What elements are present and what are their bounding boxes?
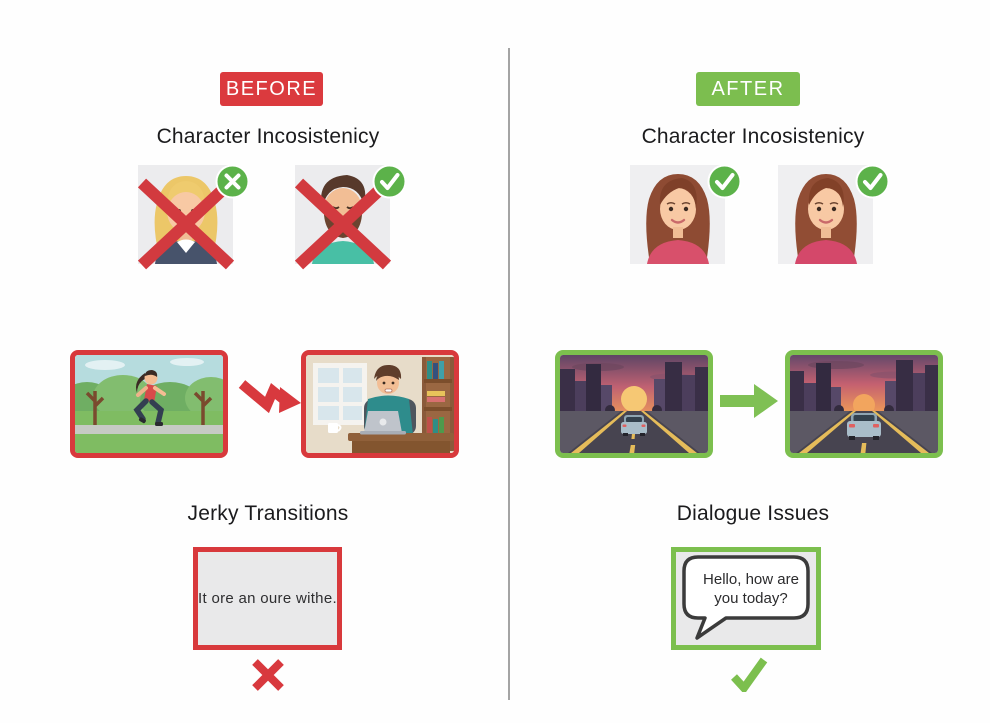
car-driving-toward-sunset-city-scene	[560, 355, 708, 453]
dialogue-text: Hello, how are you today?	[703, 571, 799, 607]
before-column: BEFORE Character Incosistenicy	[70, 72, 459, 691]
red-x-icon	[252, 659, 284, 691]
man-working-at-desk-scene	[306, 355, 454, 453]
x-circle-icon	[215, 164, 250, 199]
red-x-overlay-icon	[137, 178, 235, 270]
after-portrait-2	[778, 164, 890, 264]
green-check-icon	[731, 657, 768, 692]
before-bottom-title: Jerky Transitions	[187, 502, 349, 525]
check-circle-icon	[372, 164, 407, 199]
after-column: AFTER Character Incosistenicy	[508, 0, 990, 723]
red-x-overlay-icon	[294, 178, 392, 270]
before-portrait-2	[294, 164, 407, 270]
after-consistency-title: Character Incosistenicy	[641, 125, 865, 148]
straight-arrow-icon	[720, 384, 778, 418]
car-driving-toward-sunset-city-closer-scene	[790, 355, 938, 453]
after-frame-2	[785, 350, 943, 458]
auburn-woman-portrait	[778, 165, 873, 264]
speech-bubble-icon	[682, 555, 810, 640]
zigzag-arrow-icon	[238, 380, 301, 414]
after-portrait-1	[630, 164, 742, 264]
before-frame-2	[301, 350, 459, 458]
before-frame-1	[70, 350, 228, 458]
before-badge: BEFORE	[220, 72, 323, 106]
woman-jogging-in-park-scene	[75, 355, 223, 453]
check-circle-icon	[855, 164, 890, 199]
dialogue-box: Hello, how are you today?	[671, 547, 821, 650]
after-bottom-title: Dialogue Issues	[676, 502, 830, 525]
garbled-text: It ore an oure withe.	[198, 590, 337, 607]
before-consistency-title: Character Incosistenicy	[156, 125, 380, 148]
before-portrait-1	[137, 164, 250, 270]
check-circle-icon	[707, 164, 742, 199]
after-badge: AFTER	[696, 72, 800, 106]
garbled-text-box: It ore an oure withe.	[193, 547, 342, 650]
vertical-divider	[508, 48, 510, 700]
after-frame-1	[555, 350, 713, 458]
